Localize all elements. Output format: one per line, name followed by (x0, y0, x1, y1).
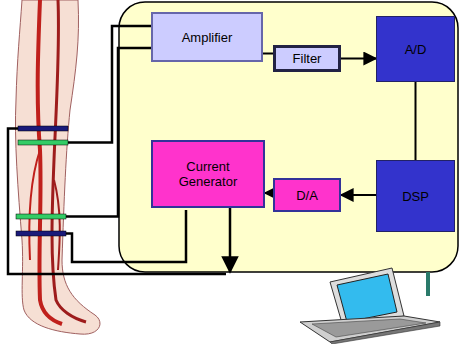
signal-connector (265, 192, 273, 194)
signal-connector (341, 194, 376, 196)
dsp-box: DSP (376, 160, 455, 232)
electrode (16, 231, 66, 236)
cable (426, 272, 430, 296)
amplifier-box: Amplifier (151, 12, 263, 62)
adc-box: A/D (376, 16, 455, 82)
node-label: DSP (402, 189, 429, 204)
filter-box: Filter (273, 45, 341, 72)
electrode (16, 214, 66, 219)
electrode (18, 126, 68, 131)
signal-connector (341, 58, 376, 60)
node-label: A/D (405, 42, 427, 57)
current-generator-box: Current Generator (151, 140, 265, 208)
node-label: D/A (296, 188, 318, 203)
electrode (18, 140, 68, 145)
signal-connector (415, 82, 417, 160)
signal-connector (263, 53, 273, 55)
leg-illustration (15, 0, 100, 334)
dac-box: D/A (273, 178, 341, 212)
laptop-icon (300, 268, 440, 344)
node-label: Amplifier (182, 30, 233, 45)
housing-panel (119, 2, 458, 272)
node-label: Filter (293, 51, 322, 66)
node-label: Current Generator (156, 159, 260, 189)
